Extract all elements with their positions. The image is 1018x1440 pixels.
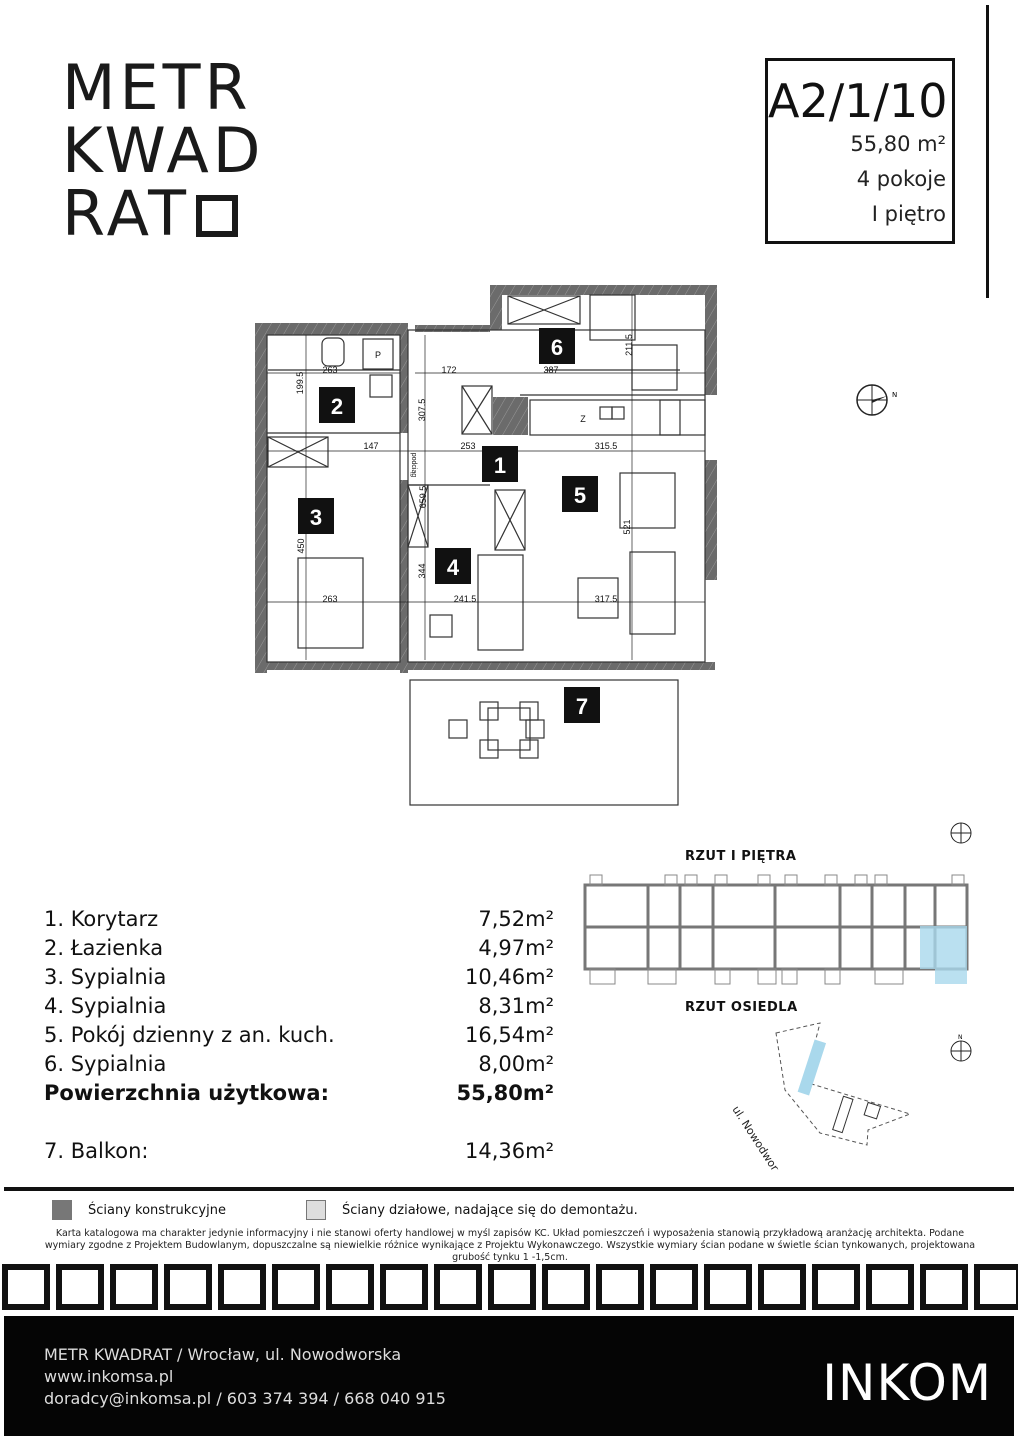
- partition-wall-swatch: [306, 1200, 326, 1220]
- fixture-label: Z: [580, 414, 586, 424]
- dim-label: 263: [322, 365, 337, 375]
- balcony-row: 7. Balkon:14,36m²: [44, 1139, 554, 1163]
- svg-text:N: N: [958, 1034, 963, 1041]
- legend-structural: Ściany konstrukcyjne: [52, 1200, 226, 1220]
- footer-contact[interactable]: doradcy@inkomsa.pl / 603 374 394 / 668 0…: [44, 1389, 446, 1408]
- dim-label: 450: [296, 538, 306, 553]
- room-badge-7: 7: [564, 687, 600, 723]
- room-badge-1: 1: [482, 446, 518, 482]
- unit-code: A2/1/10: [768, 74, 948, 128]
- svg-text:6: 6: [551, 335, 563, 360]
- footer: METR KWADRAT / Wrocław, ul. Nowodworska …: [4, 1316, 1014, 1436]
- svg-text:3: 3: [310, 505, 322, 530]
- dim-label: 307.5: [417, 399, 427, 422]
- key-plans: ul. Nowodworska N: [583, 822, 972, 1170]
- logo-square-icon: [196, 195, 239, 237]
- structural-wall-swatch: [52, 1200, 72, 1220]
- dim-label: 263: [322, 594, 337, 604]
- footer-address: METR KWADRAT / Wrocław, ul. Nowodworska: [44, 1345, 402, 1364]
- unit-floor: I piętro: [871, 202, 946, 226]
- footer-website[interactable]: www.inkomsa.pl: [44, 1367, 174, 1386]
- fixture-label: P: [375, 350, 381, 360]
- unit-area: 55,80 m²: [850, 132, 946, 156]
- svg-text:7: 7: [576, 694, 588, 719]
- room-badge-5: 5: [562, 476, 598, 512]
- dim-label: 387: [543, 365, 558, 375]
- divider: [4, 1187, 1014, 1191]
- svg-text:5: 5: [574, 483, 586, 508]
- decorative-band: [0, 1264, 1018, 1312]
- svg-text:1: 1: [494, 453, 506, 478]
- dim-label: 172: [441, 365, 456, 375]
- metr-kwadrat-logo: METR KWAD RAT: [62, 56, 265, 245]
- legend-partition: Ściany działowe, nadające się do demonta…: [306, 1200, 638, 1220]
- dim-label: 521: [622, 519, 632, 534]
- room-badge-6: 6: [539, 328, 575, 364]
- logo-line: METR: [62, 51, 252, 124]
- svg-text:N: N: [892, 391, 897, 399]
- dim-label: 241.5: [454, 594, 477, 604]
- beam-label: podciąg: [410, 453, 417, 478]
- svg-text:4: 4: [447, 555, 460, 580]
- room-badge-4: 4: [435, 548, 471, 584]
- dim-label: 253: [460, 441, 475, 451]
- unit-info-box: A2/1/10 55,80 m² 4 pokoje I piętro: [765, 58, 955, 244]
- dim-label: 317.5: [595, 594, 618, 604]
- room-badge-2: 2: [319, 387, 355, 423]
- room-row: 5. Pokój dzienny z an. kuch.16,54m²: [44, 1023, 554, 1047]
- compass-icon: [950, 822, 972, 844]
- site-plan-title: RZUT OSIEDLA: [685, 1000, 798, 1015]
- floor-plan: 263 172 387 147 253 315.5 263 241.5 317.…: [255, 285, 717, 806]
- dim-label: 315.5: [595, 441, 618, 451]
- floor-keyplan-title: RZUT I PIĘTRA: [685, 849, 797, 864]
- logo-line: RAT: [62, 177, 191, 250]
- dim-label: 147: [363, 441, 378, 451]
- logo-line: KWAD: [62, 114, 265, 187]
- unit-highlight: [920, 926, 967, 969]
- unit-rooms: 4 pokoje: [856, 167, 946, 191]
- room-badge-3: 3: [298, 498, 334, 534]
- compass-icon: N: [856, 384, 897, 416]
- dim-label: 344: [417, 563, 427, 578]
- dim-label: 199.5: [295, 372, 305, 395]
- north-compass-icon: N: [950, 1034, 972, 1062]
- dim-label: 211.5: [624, 334, 634, 356]
- total-area-row: Powierzchnia użytkowa:55,80m²: [44, 1081, 554, 1105]
- inkom-logo: INKOM: [822, 1354, 992, 1412]
- dim-label: 659.5: [418, 486, 428, 509]
- disclaimer: Karta katalogowa ma charakter jedynie in…: [44, 1228, 976, 1263]
- divider: [986, 5, 989, 298]
- street-label: ul. Nowodworska: [729, 1104, 791, 1170]
- svg-text:2: 2: [331, 394, 343, 419]
